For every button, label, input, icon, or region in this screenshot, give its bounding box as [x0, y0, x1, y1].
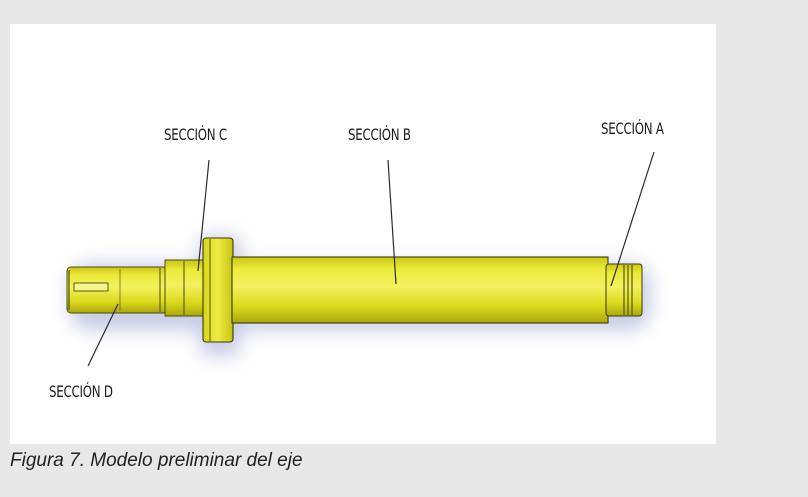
- figure-panel: SECCIÓN C SECCIÓN B SECCIÓN A SECCIÓN D: [10, 24, 716, 444]
- figure-caption: Figura 7. Modelo preliminar del eje: [10, 450, 303, 471]
- flange: [202, 237, 234, 343]
- section-c-shaft: [164, 259, 206, 317]
- leader-line-section-b: [387, 159, 397, 285]
- label-section-b: SECCIÓN B: [348, 125, 411, 144]
- leader-line-section-c: [197, 159, 210, 272]
- shaft-drawing: [66, 151, 655, 367]
- leader-line-section-d: [87, 303, 119, 367]
- label-section-a: SECCIÓN A: [601, 119, 664, 138]
- leader-lines: [87, 151, 655, 367]
- leader-line-section-a: [610, 151, 655, 287]
- section-a-shaft: [605, 263, 643, 317]
- section-b-shaft: [231, 256, 609, 324]
- label-section-c: SECCIÓN C: [164, 125, 227, 144]
- label-section-d: SECCIÓN D: [49, 382, 113, 401]
